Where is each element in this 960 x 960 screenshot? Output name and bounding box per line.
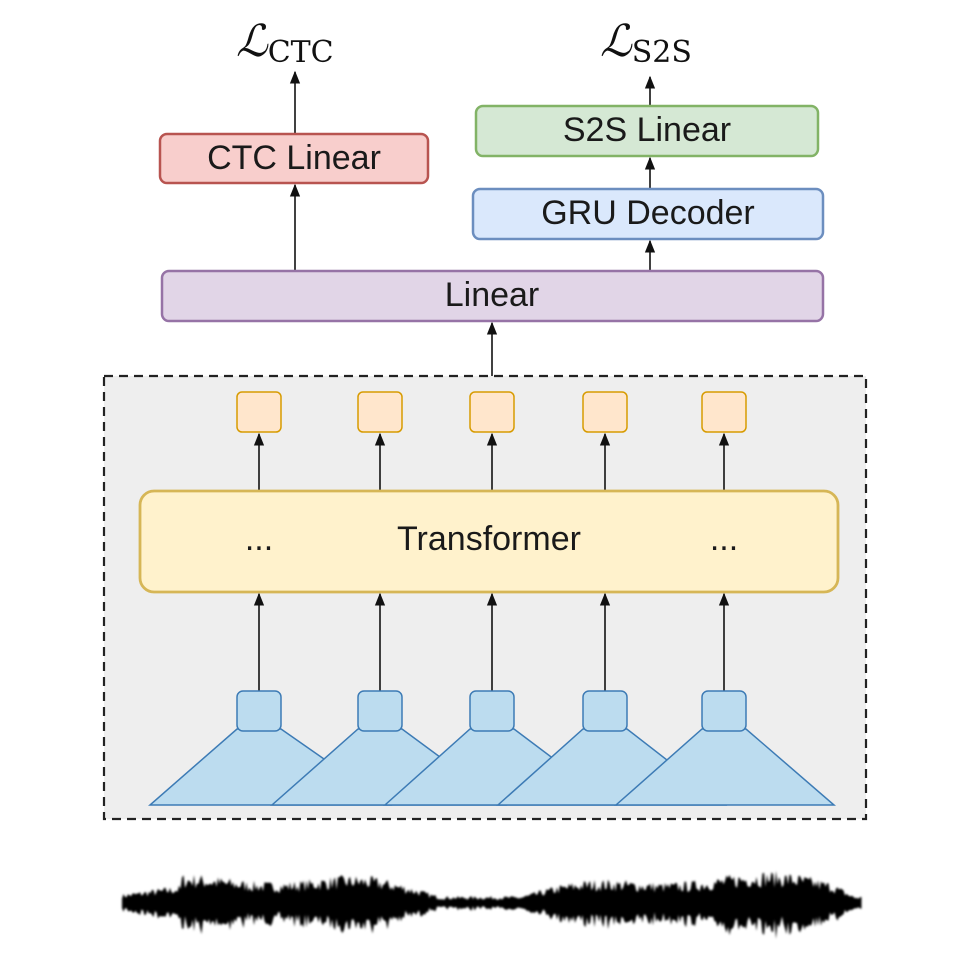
feature-node — [469, 690, 515, 732]
transformer-label: Transformer — [397, 520, 581, 558]
waveform-icon — [122, 870, 862, 939]
s2s-linear-label: S2S Linear — [563, 111, 731, 149]
gru-decoder-label: GRU Decoder — [541, 194, 755, 232]
transformer-block — [138, 489, 840, 594]
feature-encoder — [148, 690, 837, 806]
transformer-ellipsis-right: ... — [710, 520, 738, 558]
feature-node — [701, 690, 747, 732]
feature-node — [236, 690, 282, 732]
linear-label: Linear — [445, 276, 540, 314]
ctc-linear-block — [158, 132, 430, 185]
ctc-linear-label: CTC Linear — [207, 139, 381, 177]
arrows-transformer-to-tokens — [253, 432, 730, 491]
linear-block — [160, 269, 825, 323]
arrows-features-to-transformer — [253, 592, 730, 691]
output-token — [701, 391, 747, 433]
feature-node — [357, 690, 403, 732]
output-token — [357, 391, 403, 433]
transformer-ellipsis-left: ... — [245, 520, 273, 558]
output-token — [582, 391, 628, 433]
output-token — [236, 391, 282, 433]
output-tokens — [236, 391, 747, 433]
s2s-linear-block — [474, 104, 820, 158]
gru-decoder-block — [471, 187, 825, 241]
ctc-loss-label: ℒCTC — [236, 16, 334, 70]
output-token — [469, 391, 515, 433]
s2s-loss-label: ℒS2S — [600, 16, 692, 70]
feature-node — [582, 690, 628, 732]
